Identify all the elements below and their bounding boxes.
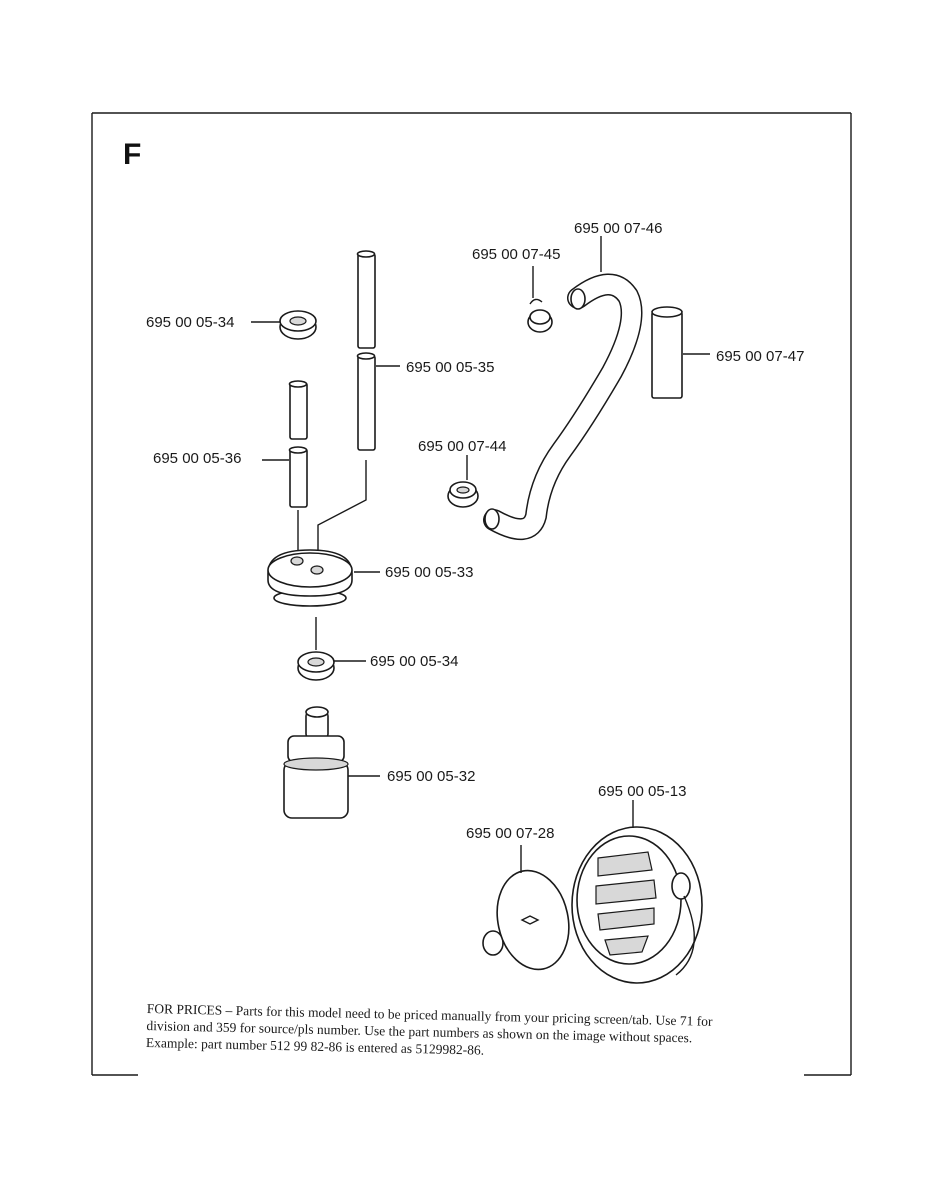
spring-clamp-lower xyxy=(447,481,479,508)
washer-bottom xyxy=(297,651,335,681)
hose-sleeve xyxy=(651,306,683,399)
fuel-line-long xyxy=(356,250,376,451)
label-p-05-35: 695 00 05-35 xyxy=(406,359,494,376)
grommet xyxy=(267,549,353,607)
label-p-05-34-top: 695 00 05-34 xyxy=(146,314,234,331)
label-p-05-36: 695 00 05-36 xyxy=(153,450,241,467)
label-p-07-47: 695 00 07-47 xyxy=(716,348,804,365)
label-p-07-28: 695 00 07-28 xyxy=(466,825,554,842)
label-p-07-44: 695 00 07-44 xyxy=(418,438,506,455)
page-frame xyxy=(91,112,852,1076)
fuel-cap xyxy=(571,826,703,984)
fuel-line-short xyxy=(288,380,308,508)
washer-top xyxy=(279,310,317,340)
label-p-07-46: 695 00 07-46 xyxy=(574,220,662,237)
section-letter: F xyxy=(123,138,141,171)
fuel-hose-curved xyxy=(483,273,643,540)
label-p-07-45: 695 00 07-45 xyxy=(472,246,560,263)
label-p-05-33: 695 00 05-33 xyxy=(385,564,473,581)
label-p-05-32: 695 00 05-32 xyxy=(387,768,475,785)
cap-gasket xyxy=(482,869,570,971)
fuel-filter xyxy=(283,706,349,819)
label-p-05-13: 695 00 05-13 xyxy=(598,783,686,800)
spring-clamp-top xyxy=(527,298,553,333)
label-p-05-34-bottom: 695 00 05-34 xyxy=(370,653,458,670)
